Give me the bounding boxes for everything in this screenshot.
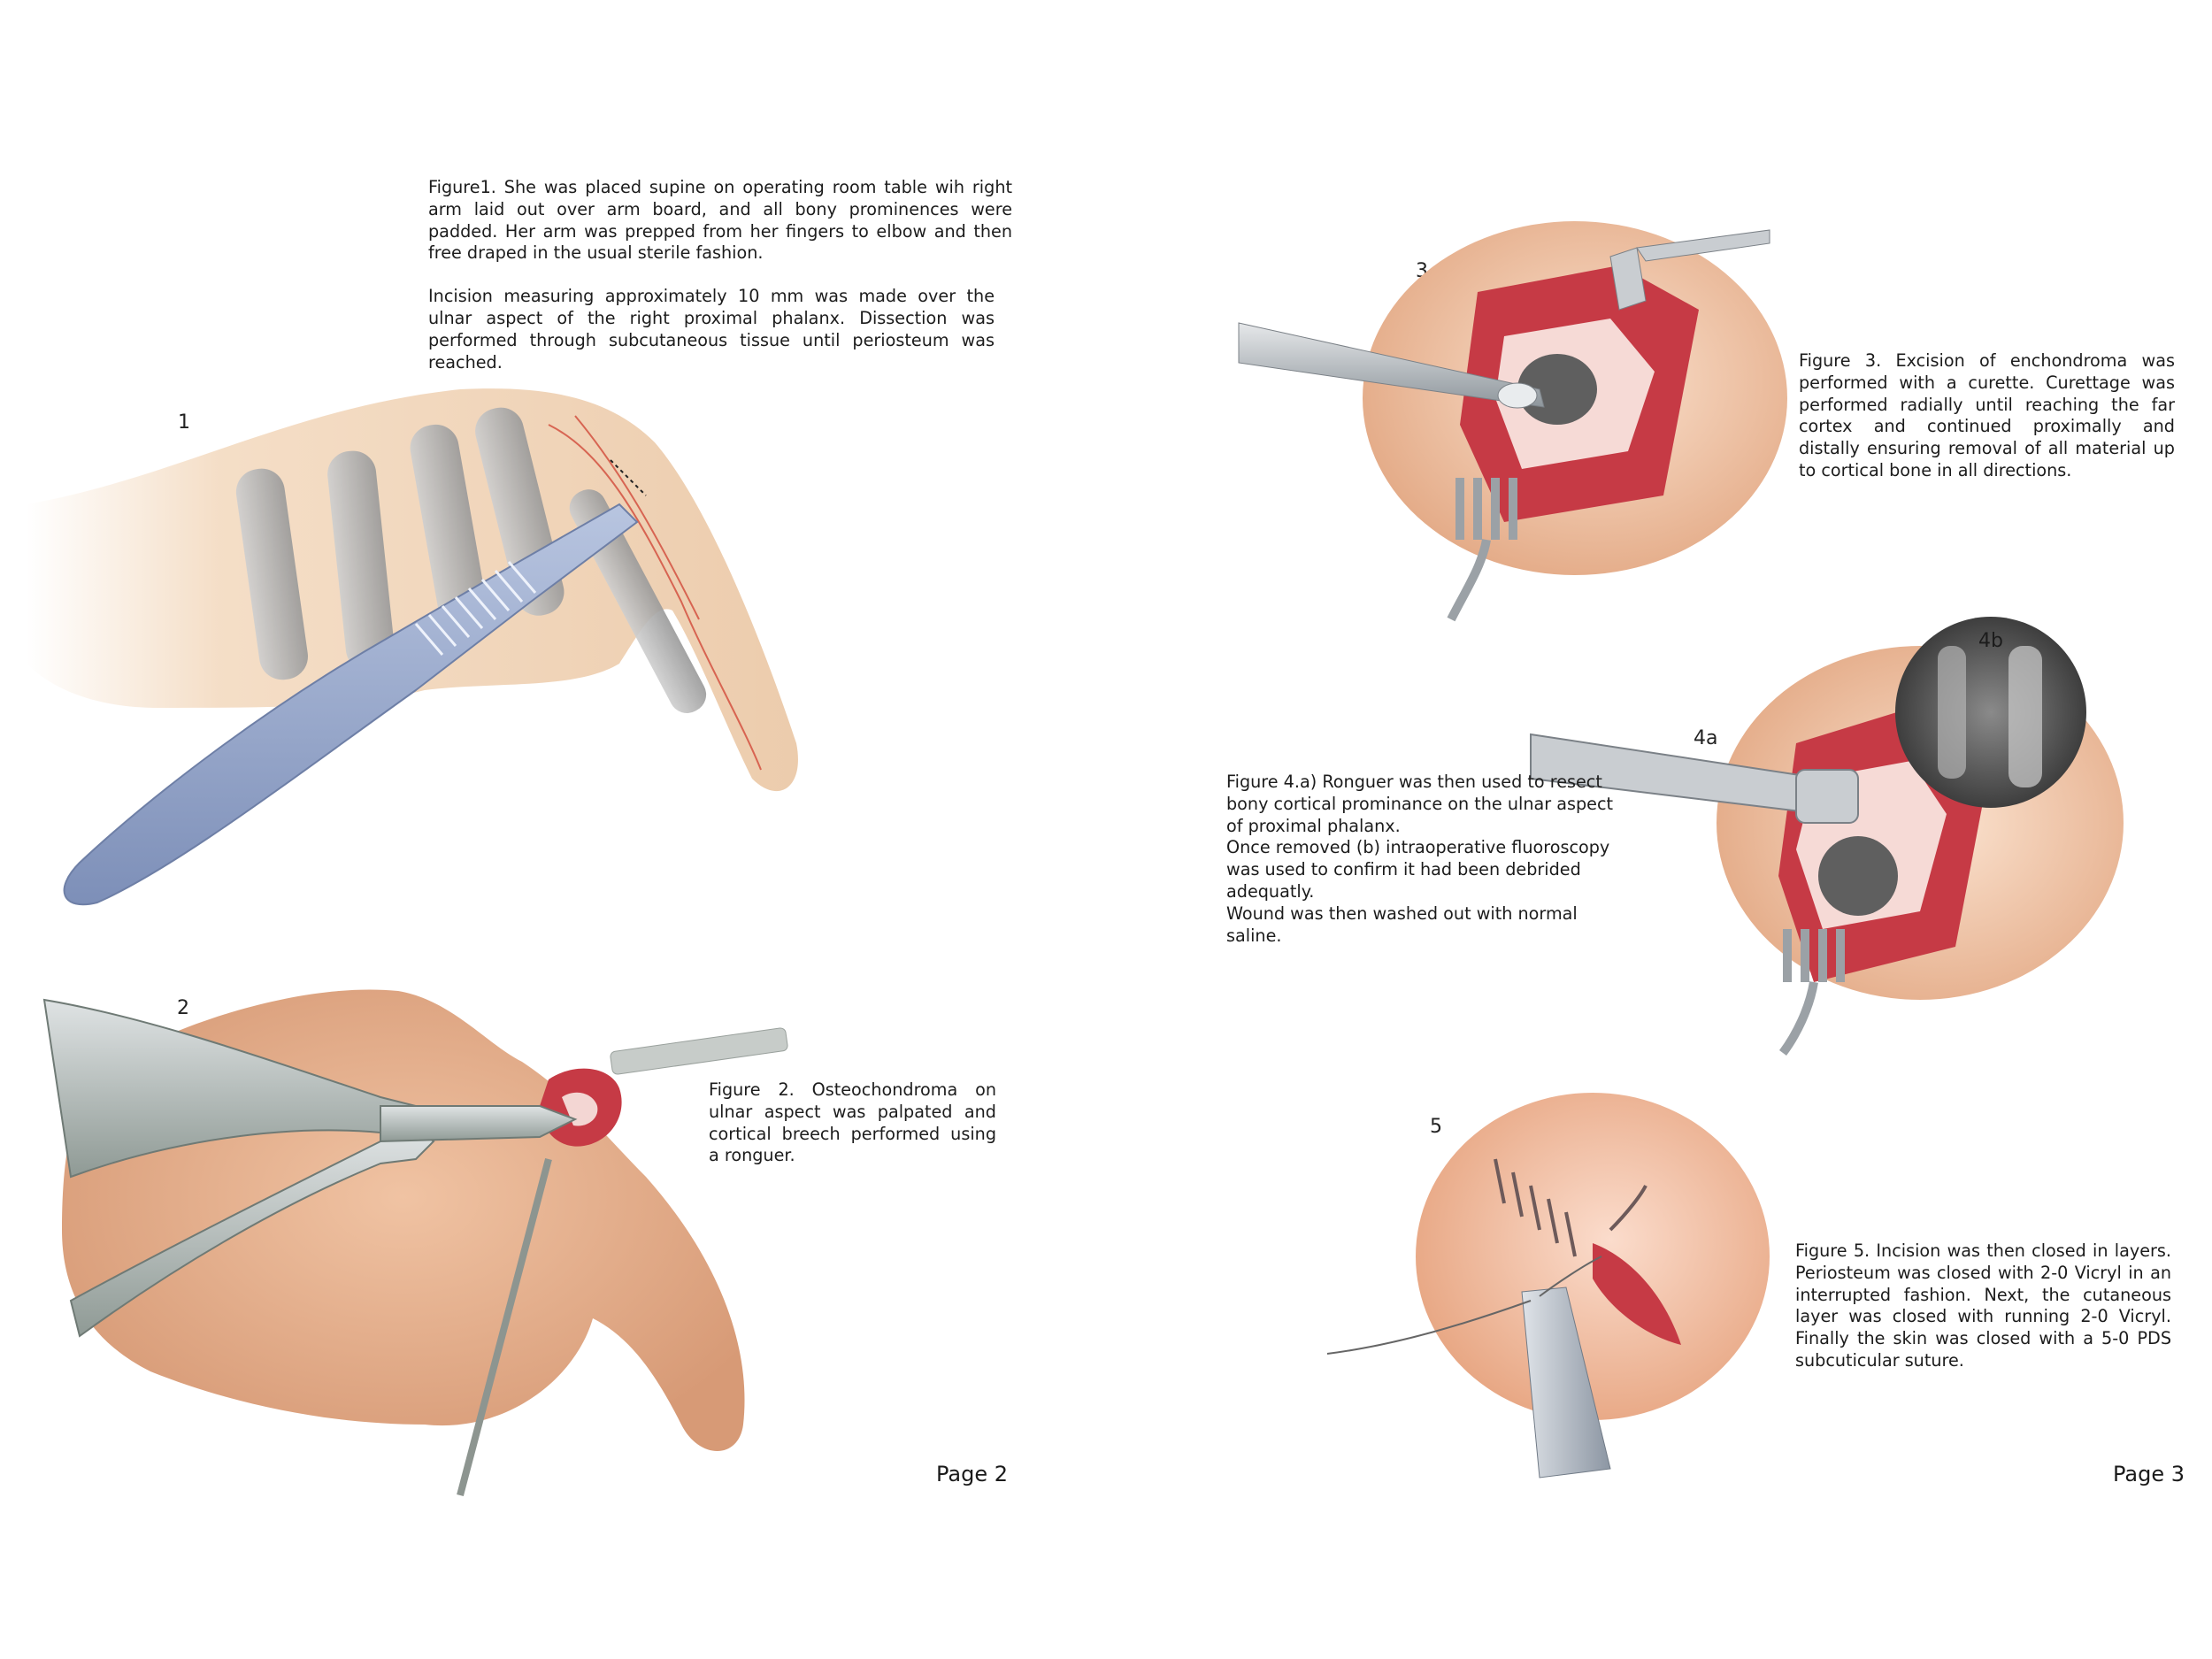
lower-retractor [1447, 478, 1517, 622]
fluoroscopy-image [1895, 617, 2086, 808]
figure5-number: 5 [1430, 1116, 1442, 1138]
retractor [610, 1027, 788, 1075]
figure5-caption: Figure 5. Incision was then closed in la… [1795, 1240, 2171, 1371]
figure4-caption-l2: Once removed (b) intraoperative fluorosc… [1226, 837, 1610, 902]
figure4-caption: Figure 4.a) Ronguer was then used to res… [1226, 772, 1624, 947]
vessels [548, 415, 762, 771]
rongeur-4 [1530, 733, 1859, 824]
probe [457, 1157, 552, 1497]
incision-line [610, 459, 647, 496]
figure3-caption: Figure 3. Excision of enchondroma was pe… [1799, 350, 2175, 480]
suture-thread [1326, 1256, 1602, 1355]
hand-skin [27, 388, 798, 792]
wound-site [540, 1068, 622, 1147]
closed-incision [1494, 1158, 1647, 1257]
scalpel [63, 503, 639, 906]
rongeur [42, 998, 578, 1338]
figure4a-number: 4a [1694, 727, 1718, 749]
figure2-number: 2 [177, 997, 189, 1019]
figure4-illustration [1530, 617, 2124, 1056]
upper-retractor [1609, 229, 1770, 311]
figure4-caption-l3: Wound was then washed out with normal sa… [1226, 902, 1578, 946]
figure5-illustration [1326, 1093, 1770, 1479]
figure4b-number: 4b [1978, 630, 2003, 652]
curette-tool [1238, 322, 1545, 409]
page-3-label: Page 3 [2113, 1462, 2185, 1486]
figure1-caption-p1: Figure1. She was placed supine on operat… [428, 177, 1012, 264]
figure4-caption-l1: Figure 4.a) Ronguer was then used to res… [1226, 772, 1614, 836]
figure2-illustration [42, 989, 788, 1497]
figure1-illustration [27, 388, 798, 906]
open-wound [1593, 1243, 1681, 1345]
page-2-label: Page 2 [936, 1462, 1008, 1486]
surgical-field [1460, 265, 1699, 522]
needle-driver [1521, 1286, 1611, 1479]
figure1-caption-p2: Incision measuring approximately 10 mm w… [428, 286, 995, 373]
lower-retractor-4 [1778, 929, 1845, 1056]
figure1-number: 1 [178, 411, 190, 434]
figure1-caption: Figure1. She was placed supine on operat… [428, 177, 1012, 373]
figure2-caption: Figure 2. Osteochondroma on ulnar aspect… [709, 1079, 996, 1166]
figure3-illustration [1238, 221, 1787, 622]
